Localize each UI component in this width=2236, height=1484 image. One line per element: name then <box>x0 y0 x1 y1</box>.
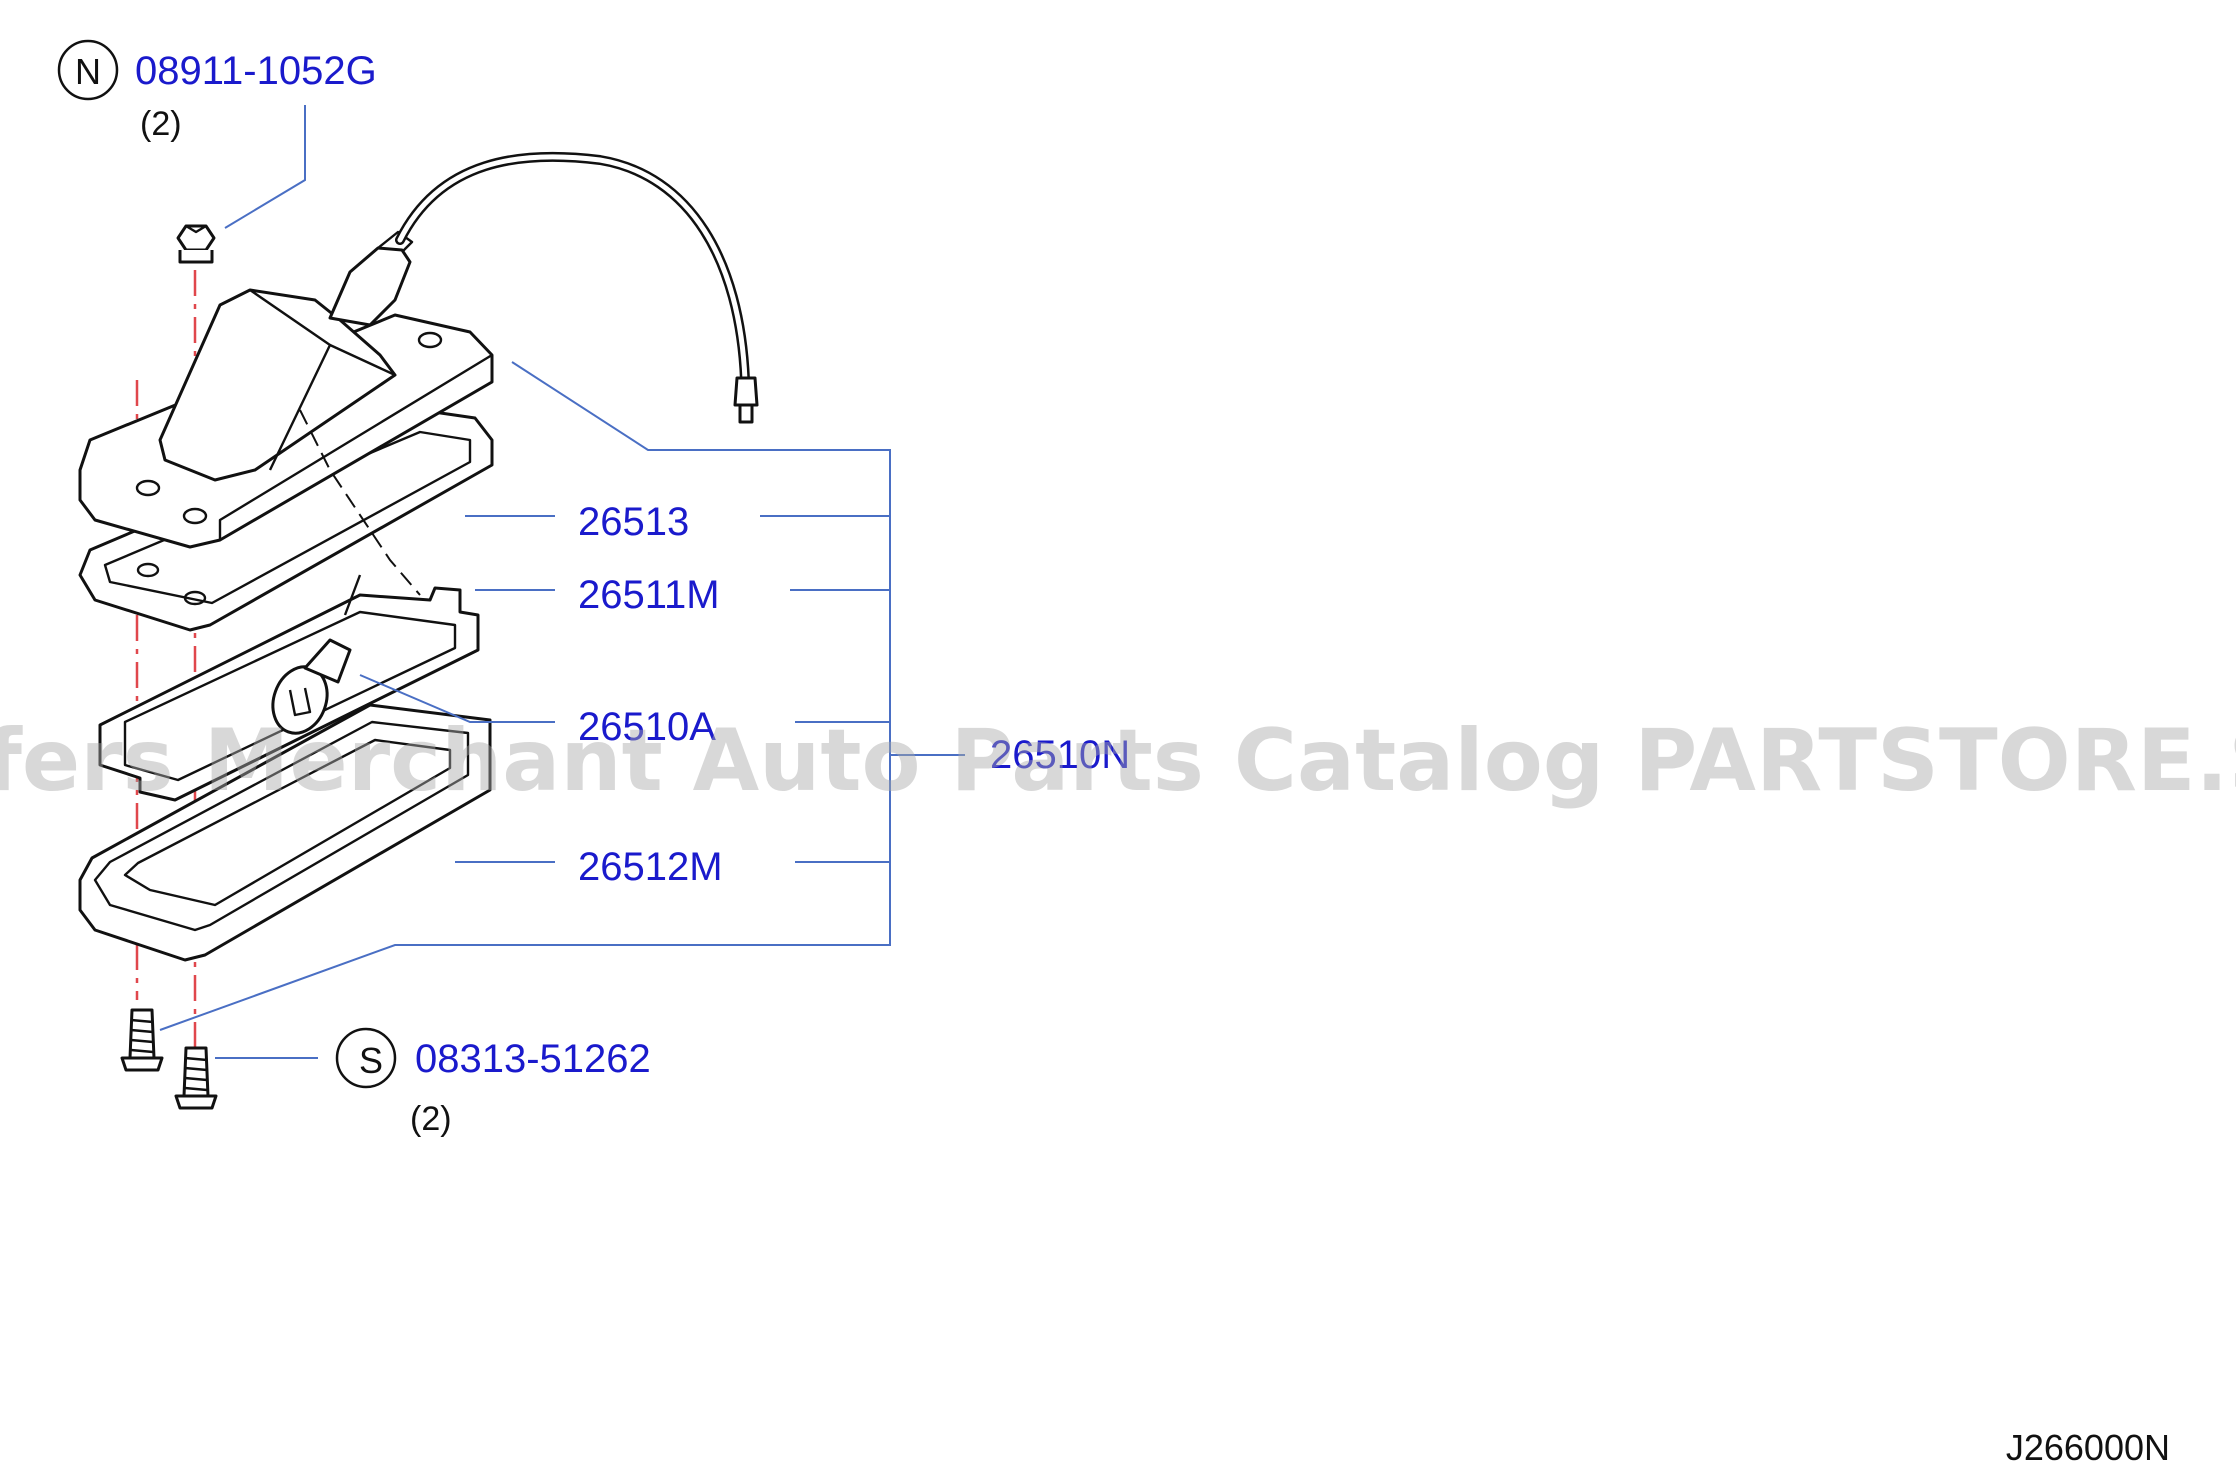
leader-assembly-top <box>159 361 891 1031</box>
screw-qty: (2) <box>410 1100 452 1138</box>
screw-right-icon <box>174 1046 218 1110</box>
nut-badge-circle <box>57 39 119 101</box>
leader-lines <box>159 105 965 1059</box>
part-26513-label[interactable]: 26513 <box>578 500 689 544</box>
nut-badge: N <box>75 51 101 92</box>
leader-nut <box>224 105 306 229</box>
lamp-housing <box>78 151 759 962</box>
part-26511M-label[interactable]: 26511M <box>578 573 720 617</box>
screw-badge-circle <box>335 1027 397 1089</box>
part-26510A-label[interactable]: 26510A <box>578 705 716 749</box>
nut-qty: (2) <box>140 105 182 143</box>
screw-part-number[interactable]: 08313-51262 <box>415 1037 651 1081</box>
screw-badge: S <box>359 1040 383 1081</box>
part-26512M-label[interactable]: 26512M <box>578 845 723 889</box>
nut-part-number[interactable]: 08911-1052G <box>135 49 377 93</box>
watermark: Offers Merchant Auto Parts Catalog PARTS… <box>0 711 2236 811</box>
assembly-part-label[interactable]: 26510N <box>990 733 1130 777</box>
leader-26510A-left <box>359 674 555 723</box>
nut-icon <box>176 224 216 264</box>
diagram-code: J266000N <box>2006 1427 2170 1468</box>
screw-left-icon <box>120 1008 164 1072</box>
